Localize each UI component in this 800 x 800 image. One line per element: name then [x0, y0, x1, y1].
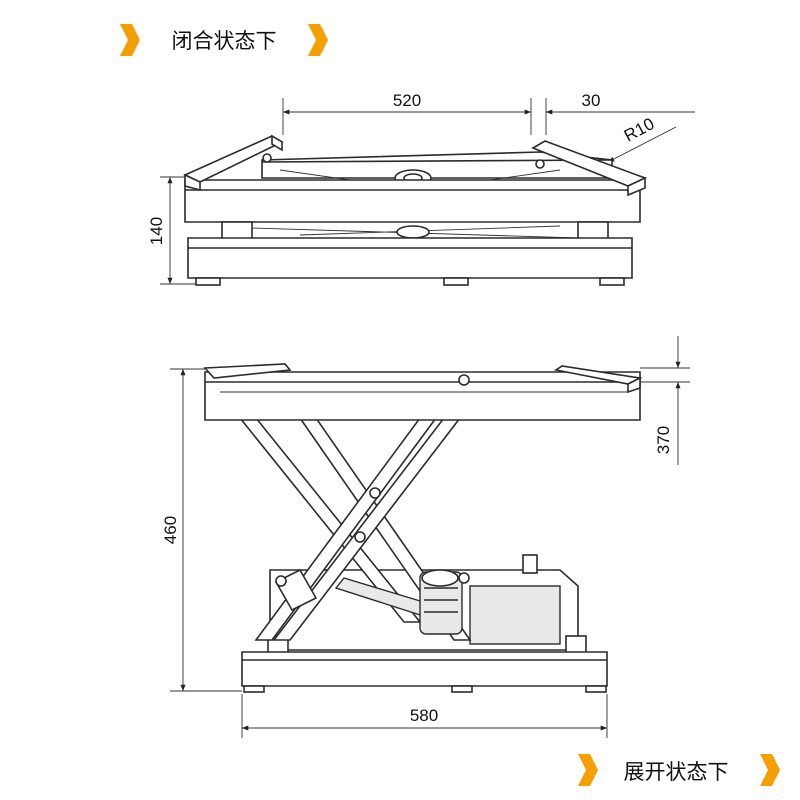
tag-chevron-left-icon	[120, 24, 140, 56]
corner-radius-dimension: R10	[621, 114, 657, 145]
tag-chevron-right-icon	[308, 24, 328, 56]
tag-chevron-left-icon	[578, 754, 598, 786]
open-height-dimension: 460	[161, 516, 180, 544]
closed-state-tag: 闭合状态下	[120, 24, 328, 56]
closed-view: 520 30 R10 140	[147, 91, 695, 286]
center-pivot-upper	[369, 487, 381, 499]
tag-chevron-right-icon	[760, 754, 780, 786]
center-pivot-lower	[354, 531, 366, 543]
platform-offset-dimension: 370	[654, 426, 673, 454]
edge-offset-dimension: 30	[582, 91, 601, 110]
open-state-tag: 展开状态下	[578, 754, 780, 786]
closed-height-dimension: 140	[147, 217, 166, 245]
platform-frame	[204, 371, 641, 421]
left-top-rail	[203, 363, 292, 379]
closed-state-label: 闭合状态下	[172, 29, 277, 53]
open-state-label: 展开状态下	[624, 760, 729, 784]
open-view: 460 370 580	[161, 336, 690, 738]
base-width-dimension: 580	[410, 706, 438, 725]
base-frame	[241, 651, 608, 687]
closed-width-dimension: 520	[393, 91, 421, 110]
